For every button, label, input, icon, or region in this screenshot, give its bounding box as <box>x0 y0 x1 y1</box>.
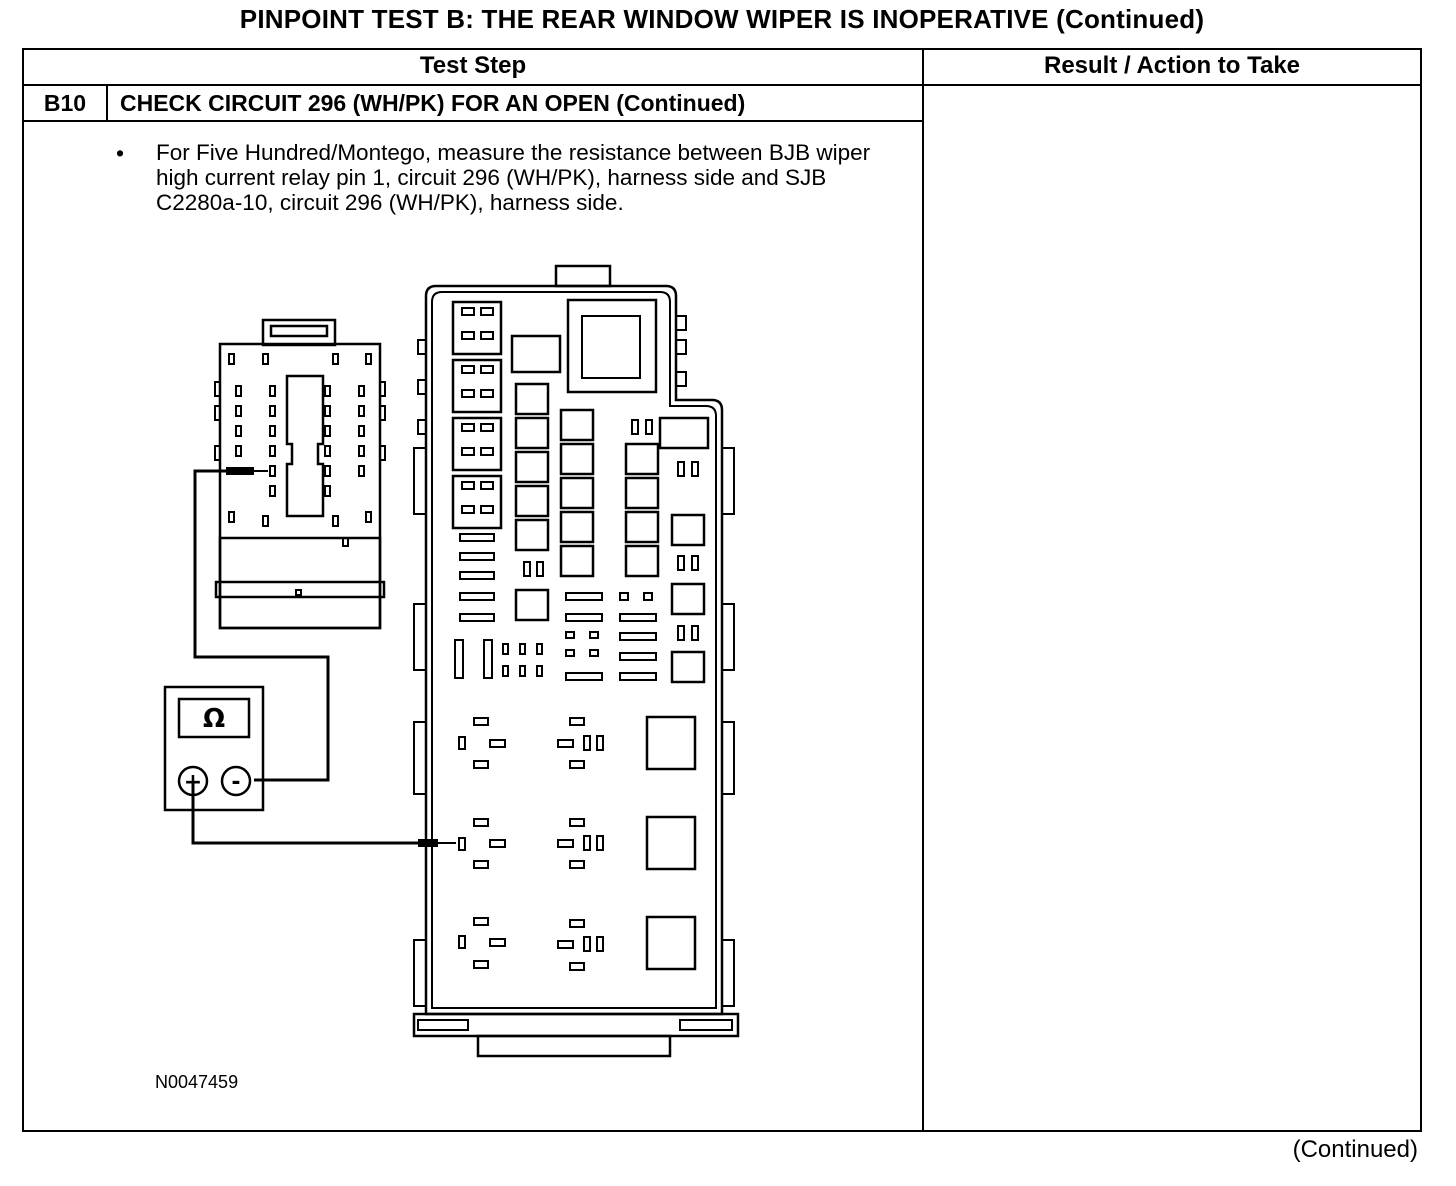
step-title: CHECK CIRCUIT 296 (WH/PK) FOR AN OPEN (C… <box>120 90 746 116</box>
ohmmeter <box>163 685 265 812</box>
figure-id: N0047459 <box>155 1072 239 1092</box>
header-divider <box>24 84 1420 86</box>
page-title: PINPOINT TEST B: THE REAR WINDOW WIPER I… <box>239 4 1205 34</box>
step-id-divider <box>106 86 108 120</box>
step-id: B10 <box>43 90 87 116</box>
step-header-divider <box>24 120 922 122</box>
ohm-symbol: Ω <box>203 704 225 734</box>
bullet: • <box>116 140 125 166</box>
test-table: Test Step Result / Action to Take B10 CH… <box>22 48 1422 1132</box>
column-divider <box>922 50 924 1130</box>
minus-terminal-label: - <box>231 770 240 795</box>
bjb-fuse-box <box>412 264 740 1058</box>
plus-terminal-label: + <box>184 770 202 795</box>
continued-note: (Continued) <box>1292 1136 1418 1163</box>
header-result-action: Result / Action to Take <box>1043 52 1301 79</box>
instruction-text: For Five Hundred/Montego, measure the re… <box>156 140 871 215</box>
sjb-connector <box>214 318 386 630</box>
header-test-step: Test Step <box>419 52 527 79</box>
